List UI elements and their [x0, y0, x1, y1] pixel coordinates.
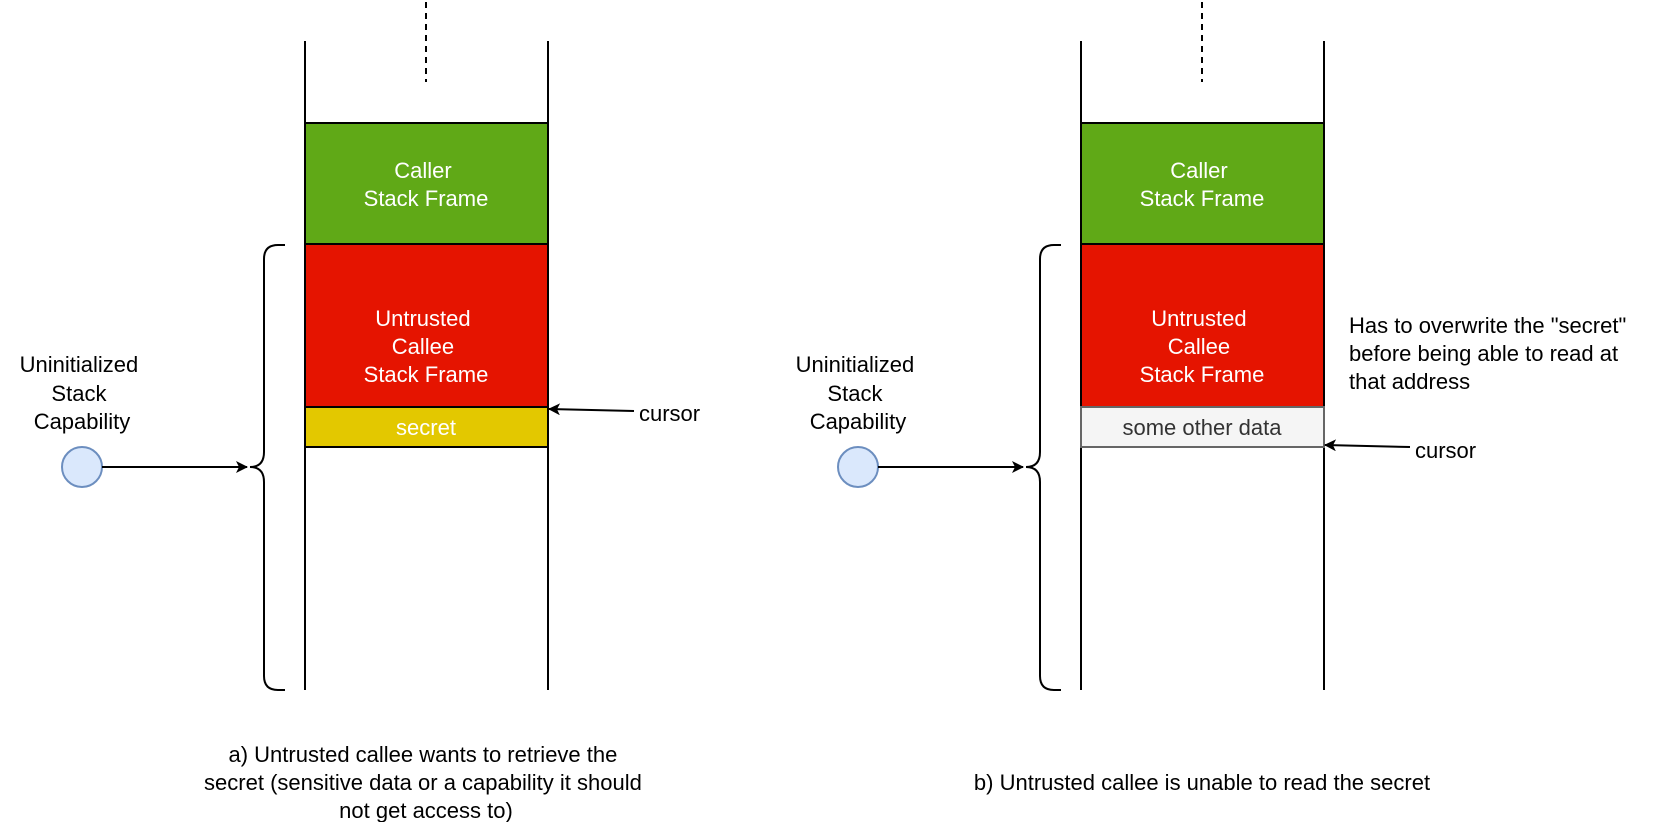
- callee-frame-label-line1: Untrusted: [1151, 306, 1246, 331]
- callee-frame-label-line3: Stack Frame: [1140, 362, 1265, 387]
- svg-text:Untrusted Callee S: Untrusted Callee Stack Frame: [1140, 306, 1265, 387]
- caption-a-line1: a) Untrusted callee wants to retrieve th…: [229, 742, 618, 767]
- caller-frame-label-line1: Caller: [394, 158, 451, 183]
- caller-stack-frame: [1080, 122, 1325, 245]
- callee-frame-label-line3: Stack Frame: [364, 362, 489, 387]
- caption-a-line2: secret (sensitive data or a capability i…: [204, 770, 642, 795]
- overwrite-note-line1: Has to overwrite the "secret": [1349, 313, 1626, 338]
- capability-label-line3: Capability: [34, 409, 131, 434]
- other-data-slot-label: some other data: [1123, 415, 1283, 440]
- cursor-label: cursor: [639, 401, 700, 426]
- secret-slot: [304, 406, 549, 448]
- other-data-slot: [1080, 406, 1325, 448]
- caller-frame-label-line2: Stack Frame: [1140, 186, 1265, 211]
- cursor-label: cursor: [1415, 438, 1476, 463]
- cursor-arrow: [548, 403, 635, 416]
- secret-slot-label: secret: [396, 415, 456, 440]
- caption-b: b) Untrusted callee is unable to read th…: [974, 770, 1430, 795]
- svg-text:Caller Stack Frame: Caller Stack Frame: [1140, 158, 1265, 211]
- svg-text:Caller Stack Frame: Caller Stack Frame: [364, 158, 489, 211]
- capability-label-line1: Uninitialized: [796, 352, 915, 377]
- svg-text:a) Untrusted callee wants to r: a) Untrusted callee wants to retrieve th…: [204, 742, 648, 822]
- capability-label-line2: Stack: [827, 381, 883, 406]
- panel-b: Caller Stack Frame Untrusted Callee Stac…: [796, 2, 1632, 795]
- callee-frame-label-line2: Callee: [392, 334, 454, 359]
- callee-frame-label-line1: Untrusted: [375, 306, 470, 331]
- untrusted-callee-stack-frame: [1080, 243, 1325, 408]
- untrusted-callee-stack-frame: [304, 243, 549, 408]
- svg-text:Uninitialized Stack: Uninitialized Stack Capability: [796, 352, 921, 434]
- curly-brace: [249, 244, 285, 691]
- curly-brace: [1025, 244, 1061, 691]
- callee-frame-label-line2: Callee: [1168, 334, 1230, 359]
- capability-circle: [61, 446, 103, 488]
- overwrite-note-line2: before being able to read at: [1349, 341, 1618, 366]
- caller-frame-label-line2: Stack Frame: [364, 186, 489, 211]
- capability-label-line2: Stack: [51, 381, 107, 406]
- panel-a: Caller Stack Frame Untrusted Callee Stac…: [20, 2, 700, 822]
- cursor-arrow: [1324, 439, 1411, 452]
- overwrite-note-line3: that address: [1349, 369, 1470, 394]
- capability-label-line3: Capability: [810, 409, 907, 434]
- capability-label-line1: Uninitialized: [20, 352, 139, 377]
- svg-text:Has to overwrite the "secret": Has to overwrite the "secret" before bei…: [1349, 313, 1632, 394]
- caller-stack-frame: [304, 122, 549, 245]
- caller-frame-label-line1: Caller: [1170, 158, 1227, 183]
- caption-a-line3: not get access to): [339, 798, 513, 822]
- svg-text:Untrusted Callee S: Untrusted Callee Stack Frame: [364, 306, 489, 387]
- svg-text:Uninitialized Stack: Uninitialized Stack Capability: [20, 352, 145, 434]
- capability-circle: [837, 446, 879, 488]
